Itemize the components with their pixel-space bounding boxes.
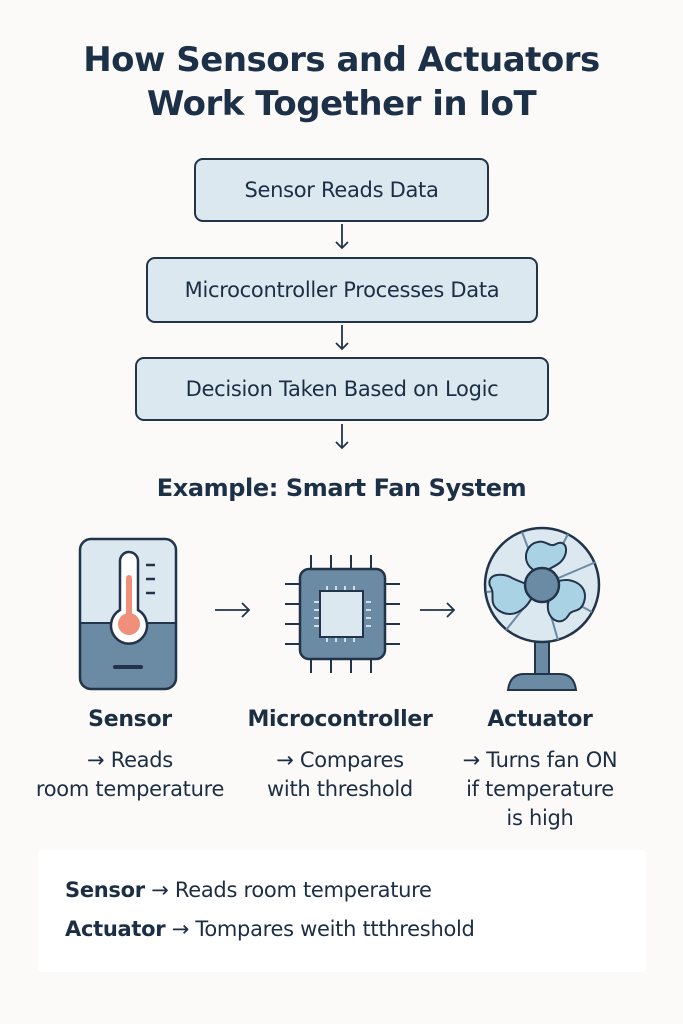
component-description: → Turns fan ON if temperature is high: [440, 746, 640, 833]
component-name: Microcontroller: [247, 707, 433, 732]
arrow-down-icon: [335, 424, 349, 450]
thermometer-sensor-icon: [78, 537, 178, 691]
description-line: room temperature: [35, 777, 225, 801]
summary-term: Actuator: [65, 917, 166, 941]
component-actuator: Actuator → Turns fan ON if temperature i…: [440, 704, 640, 833]
arrow-down-icon: [335, 224, 349, 250]
summary-text: Reads room temperature: [174, 878, 432, 902]
summary-box: Sensor → Reads room temperature Actuator…: [38, 850, 646, 972]
arrow-right-icon: [215, 602, 251, 618]
component-description: → Compares with threshold: [235, 746, 445, 804]
summary-arrow: →: [151, 878, 169, 902]
flow-step-label: Decision Taken Based on Logic: [185, 377, 499, 401]
description-line: is high: [506, 806, 574, 830]
description-line: → Compares: [276, 748, 404, 772]
description-line: → Turns fan ON: [462, 748, 618, 772]
summary-line-actuator: Actuator → Tompares weith ttthreshold: [65, 917, 475, 941]
microchip-icon: [285, 555, 400, 673]
flow-step-decision: Decision Taken Based on Logic: [135, 357, 549, 421]
component-name: Actuator: [487, 707, 593, 732]
description-line: with threshold: [267, 777, 413, 801]
flow-step-label: Microcontroller Processes Data: [184, 278, 500, 302]
flow-step-sensor-reads: Sensor Reads Data: [194, 158, 489, 222]
summary-line-sensor: Sensor → Reads room temperature: [65, 878, 432, 902]
title-line-1: How Sensors and Actuators: [83, 40, 600, 80]
fan-icon: [483, 526, 601, 691]
component-microcontroller: Microcontroller → Compares with threshol…: [235, 704, 445, 804]
summary-arrow: →: [171, 917, 190, 941]
flow-step-label: Sensor Reads Data: [244, 178, 439, 202]
description-line: → Reads: [87, 748, 173, 772]
arrow-down-icon: [335, 325, 349, 351]
component-sensor: Sensor → Reads room temperature: [15, 704, 245, 804]
title-line-2: Work Together in IoT: [146, 84, 537, 124]
summary-text: Tompares weith ttthreshold: [195, 917, 475, 941]
component-description: → Reads room temperature: [15, 746, 245, 804]
flow-step-microcontroller-processes: Microcontroller Processes Data: [146, 257, 538, 323]
page-title: How Sensors and Actuators Work Together …: [0, 38, 683, 126]
component-name: Sensor: [88, 707, 172, 732]
arrow-right-icon: [420, 602, 456, 618]
summary-term: Sensor: [65, 878, 145, 902]
example-heading: Example: Smart Fan System: [156, 474, 527, 502]
description-line: if temperature: [466, 777, 614, 801]
